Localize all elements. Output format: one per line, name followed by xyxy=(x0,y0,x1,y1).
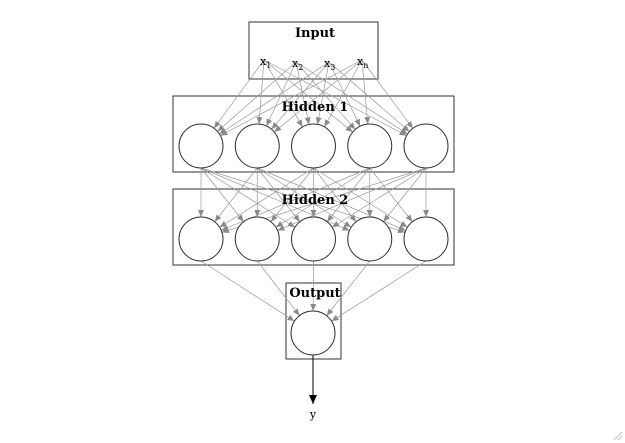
edge-hidden1-1-to-hidden2-0 xyxy=(214,167,258,222)
input-layer-title: Input xyxy=(295,26,335,41)
hidden1-neuron-1 xyxy=(178,123,224,169)
edge-hidden1-1-to-hidden2-2 xyxy=(256,167,301,222)
edge-hidden1-2-to-hidden2-3 xyxy=(313,167,357,222)
edge-input3-to-hidden1-2 xyxy=(324,59,363,128)
edge-hidden1-1-to-hidden2-3 xyxy=(257,167,352,228)
edge-input3-to-hidden1-0 xyxy=(220,59,363,136)
edge-input1-to-hidden1-3 xyxy=(295,61,356,130)
edge-input2-to-hidden1-0 xyxy=(219,61,330,135)
hidden2-neuron-2 xyxy=(234,216,280,262)
edge-input0-to-hidden1-4 xyxy=(263,59,407,136)
edge-hidden1-4-to-hidden2-3 xyxy=(383,167,427,222)
edge-hidden1-0-to-hidden2-1 xyxy=(200,167,244,222)
edge-hidden2-4-to-output-0 xyxy=(331,260,427,322)
edge-hidden1-4-to-hidden2-2 xyxy=(331,167,427,228)
input-variable-x3: x3 xyxy=(324,57,335,72)
hidden2-neuron-3 xyxy=(291,216,336,262)
edge-input2-to-hidden1-2 xyxy=(315,61,330,125)
edge-input1-to-hidden1-0 xyxy=(217,61,297,132)
output-layer-title: Output xyxy=(289,286,340,301)
edge-input2-to-hidden1-3 xyxy=(328,61,361,127)
edge-hidden1-2-to-hidden2-1 xyxy=(270,167,314,222)
edge-hidden1-2-to-hidden2-4 xyxy=(313,167,408,228)
input-variable-x1: x1 xyxy=(260,55,271,70)
edge-input0-to-hidden1-2 xyxy=(263,59,303,128)
connections xyxy=(198,59,429,404)
edge-hidden1-3-to-hidden2-2 xyxy=(326,167,371,222)
hidden1-layer-title: Hidden 1 xyxy=(282,100,349,115)
edge-hidden1-2-to-hidden2-0 xyxy=(219,167,314,228)
hidden1-neuron-5 xyxy=(403,123,449,169)
edge-input3-to-hidden1-1 xyxy=(274,59,363,133)
output-neuron-1 xyxy=(290,310,336,356)
edge-hidden1-3-to-hidden2-4 xyxy=(369,167,413,222)
hidden2-neuron-5 xyxy=(403,216,449,262)
edge-input2-to-hidden1-4 xyxy=(328,61,410,132)
edge-input0-to-hidden1-3 xyxy=(263,59,353,133)
edge-hidden1-0-to-hidden2-2 xyxy=(200,167,296,228)
edge-hidden2-1-to-output-0 xyxy=(256,260,300,316)
edge-input2-to-hidden1-1 xyxy=(271,61,330,130)
edge-input0-to-hidden1-1 xyxy=(256,59,265,125)
hidden2-layer-title: Hidden 2 xyxy=(282,193,349,208)
hidden2-neuron-1 xyxy=(178,216,224,262)
edge-hidden2-0-to-output-0 xyxy=(200,260,295,322)
input-variable-x2: x2 xyxy=(292,57,303,72)
input-variable-xn: xn xyxy=(357,55,368,70)
edge-hidden1-3-to-hidden2-1 xyxy=(275,167,370,228)
neurons xyxy=(178,123,449,356)
edge-hidden2-3-to-output-0 xyxy=(326,260,371,316)
output-label-y: y xyxy=(309,408,317,421)
edge-input1-to-hidden1-1 xyxy=(266,61,297,127)
resize-grip-icon[interactable] xyxy=(613,431,623,441)
hidden1-neuron-2 xyxy=(234,123,280,169)
edge-input1-to-hidden1-4 xyxy=(295,61,408,135)
edge-input3-to-hidden1-4 xyxy=(361,59,414,129)
hidden2-neuron-4 xyxy=(347,216,393,262)
hidden1-neuron-3 xyxy=(291,123,336,169)
edge-input0-to-hidden1-0 xyxy=(213,59,265,129)
hidden1-neuron-4 xyxy=(347,123,393,169)
edge-input3-to-hidden1-3 xyxy=(361,59,371,125)
